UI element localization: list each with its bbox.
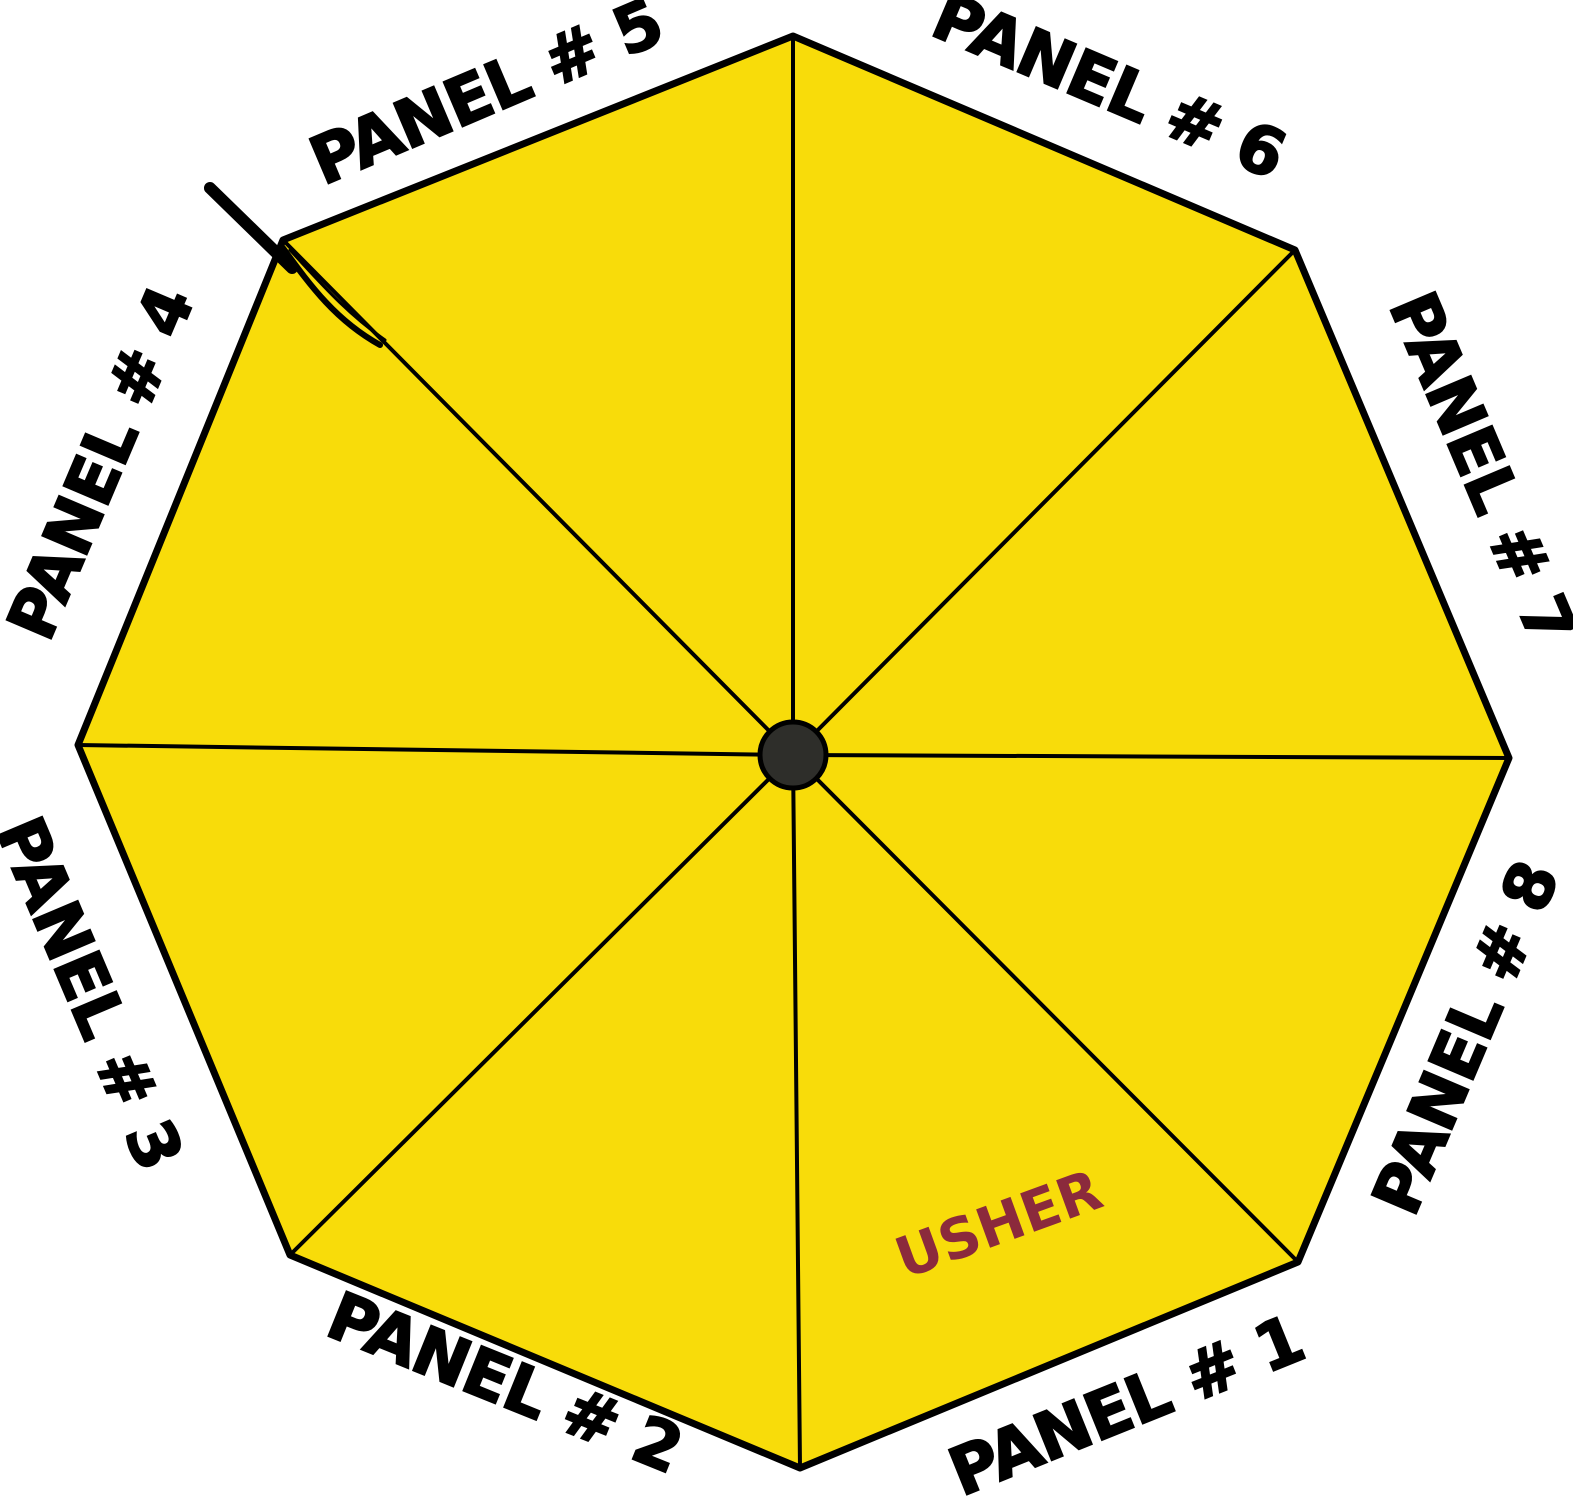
center-hub-icon xyxy=(760,722,826,788)
